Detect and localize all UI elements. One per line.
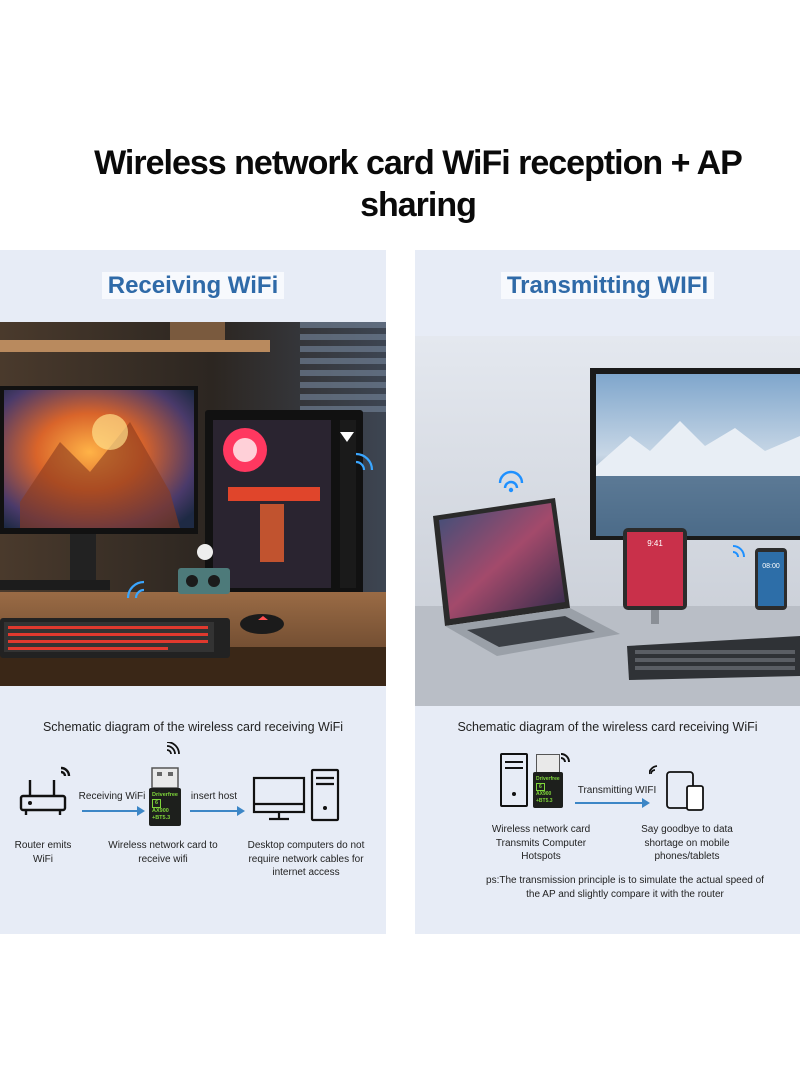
router-label: Router emits WiFi	[14, 840, 72, 865]
receiving-arrow	[82, 806, 145, 816]
tablet-phone-icon	[649, 765, 704, 811]
transmission-note: ps:The transmission principle is to simu…	[486, 875, 764, 900]
headline-line-2: sharing	[360, 186, 477, 224]
headline: Wireless network card WiFi reception + A…	[0, 142, 800, 226]
receiving-title: Receiving WiFi	[0, 272, 386, 300]
phone-time: 08:00	[762, 563, 780, 570]
dongle-text: Driverfree 6 AX900 +BT5.3	[152, 792, 178, 821]
gaming-desk-photo	[0, 322, 386, 686]
insert-arrow-label: insert host	[190, 791, 238, 802]
transmitting-panel: Transmitting WIFI	[415, 250, 800, 934]
transmitting-arrow-label: Transmitting WIFI	[577, 785, 657, 796]
router-icon	[19, 766, 71, 815]
transmitting-caption: Schematic diagram of the wireless card r…	[457, 720, 758, 734]
headline-line-1: Wireless network card WiFi reception + A…	[94, 144, 743, 182]
desktop-label: Desktop computers do not require network…	[247, 840, 365, 878]
wifi-dongle: Driverfree 6 AX900 +BT5.3	[533, 754, 563, 810]
card-label: Wireless network card to receive wifi	[108, 840, 218, 865]
transmitting-title: Transmitting WIFI	[415, 272, 800, 300]
receiving-panel: Receiving WiFi	[0, 250, 386, 934]
devices-photo: 9:41 08:00	[415, 336, 800, 706]
receiving-caption: Schematic diagram of the wireless card r…	[42, 720, 344, 734]
insert-arrow	[190, 806, 245, 816]
wifi-dongle: Driverfree 6 AX900 +BT5.3	[146, 741, 186, 826]
wifi-signal-icon	[149, 741, 181, 826]
receiving-arrow-label: Receiving WiFi	[78, 791, 146, 802]
dongle-text: Driverfree 6 AX900 +BT5.3	[536, 776, 560, 804]
pc-tower-icon	[500, 753, 570, 807]
tablet-time: 9:41	[647, 539, 663, 548]
desktop-computer-icon	[252, 768, 340, 822]
transmitting-arrow	[575, 798, 650, 808]
devices-label: Say goodbye to data shortage on mobile p…	[641, 824, 733, 862]
card-transmit-label: Wireless network card Transmits Computer…	[491, 824, 591, 862]
